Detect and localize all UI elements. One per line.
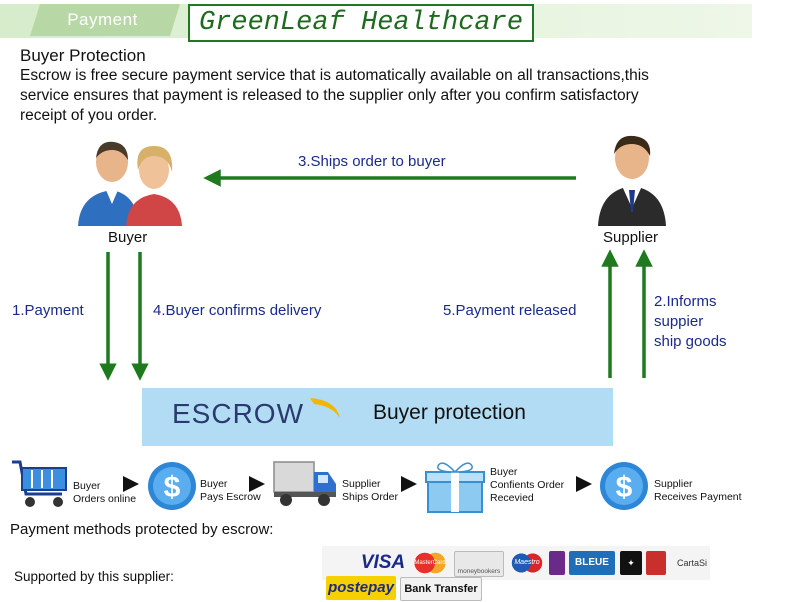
- escrow-swoosh-icon: [310, 398, 340, 418]
- step-arrow-icon: [576, 476, 592, 492]
- mastercard-logo: MasterCard: [408, 549, 452, 577]
- escrow-wordmark: ESCROW: [172, 398, 304, 429]
- payment-released-label: 5.Payment released: [443, 302, 577, 319]
- payment-tab[interactable]: [30, 4, 180, 36]
- step-arrow-icon: [401, 476, 417, 492]
- dollar-coin-icon: $: [600, 462, 648, 510]
- visa-logo: VISA: [360, 552, 406, 573]
- escrow-banner: [142, 388, 613, 446]
- step-arrow-icon: [249, 476, 265, 492]
- step-buyer-orders: Buyer Orders online: [73, 480, 137, 505]
- delivery-truck-icon: [273, 461, 336, 506]
- supported-label: Supported by this supplier:: [14, 569, 174, 584]
- payment-methods-title: Payment methods protected by escrow:: [10, 521, 274, 538]
- card-logo-red: [646, 551, 666, 575]
- step-supplier-receives: Supplier Receives Payment: [654, 478, 742, 503]
- confirms-delivery-label: 4.Buyer confirms delivery: [153, 302, 322, 319]
- payment-label: 1.Payment: [12, 302, 84, 319]
- informs-supplier-label: 2.Informs suppier ship goods: [654, 293, 727, 350]
- payment-tab-label[interactable]: Payment: [67, 10, 138, 29]
- buyer-couple-icon: [78, 141, 182, 226]
- shopping-cart-icon: [12, 460, 67, 507]
- cartasi-logo: CartaSi: [676, 558, 707, 568]
- intro-line: Escrow is free secure payment service th…: [20, 67, 649, 84]
- bank-transfer-logo: Bank Transfer: [400, 577, 482, 601]
- buyer-label: Buyer: [108, 229, 148, 246]
- supplier-icon: [598, 135, 666, 226]
- intro-description: Escrow is free secure payment service th…: [20, 66, 740, 126]
- escrow-tagline: Buyer protection: [373, 401, 526, 424]
- step-buyer-confirms: Buyer Confients Order Recevied: [490, 466, 565, 504]
- step-arrow-icon: [123, 476, 139, 492]
- section-title: Buyer Protection: [20, 46, 146, 65]
- moneybookers-logo: moneybookers: [454, 551, 504, 577]
- step-buyer-pays: Buyer Pays Escrow: [200, 478, 261, 503]
- ships-order-label: 3.Ships order to buyer: [298, 153, 446, 170]
- brand-box: [188, 4, 534, 42]
- card-logo-black: ✦: [620, 551, 642, 575]
- intro-line: receipt of you order.: [20, 107, 157, 124]
- step-supplier-ships: Supplier Ships Order: [342, 478, 399, 503]
- intro-line: service ensures that payment is released…: [20, 87, 639, 104]
- card-logo-purple: [549, 551, 565, 575]
- postepay-logo: postepay: [326, 576, 396, 600]
- maestro-logo: Maestro: [508, 549, 546, 577]
- dollar-coin-icon: $: [148, 462, 196, 510]
- supplier-label: Supplier: [603, 229, 659, 246]
- carte-bleue-logo: BLEUE: [569, 551, 615, 575]
- svg-text:$: $: [616, 471, 633, 504]
- svg-text:$: $: [164, 471, 181, 504]
- gift-box-icon: [425, 462, 485, 513]
- brand-name: GreenLeaf Healthcare: [198, 8, 524, 38]
